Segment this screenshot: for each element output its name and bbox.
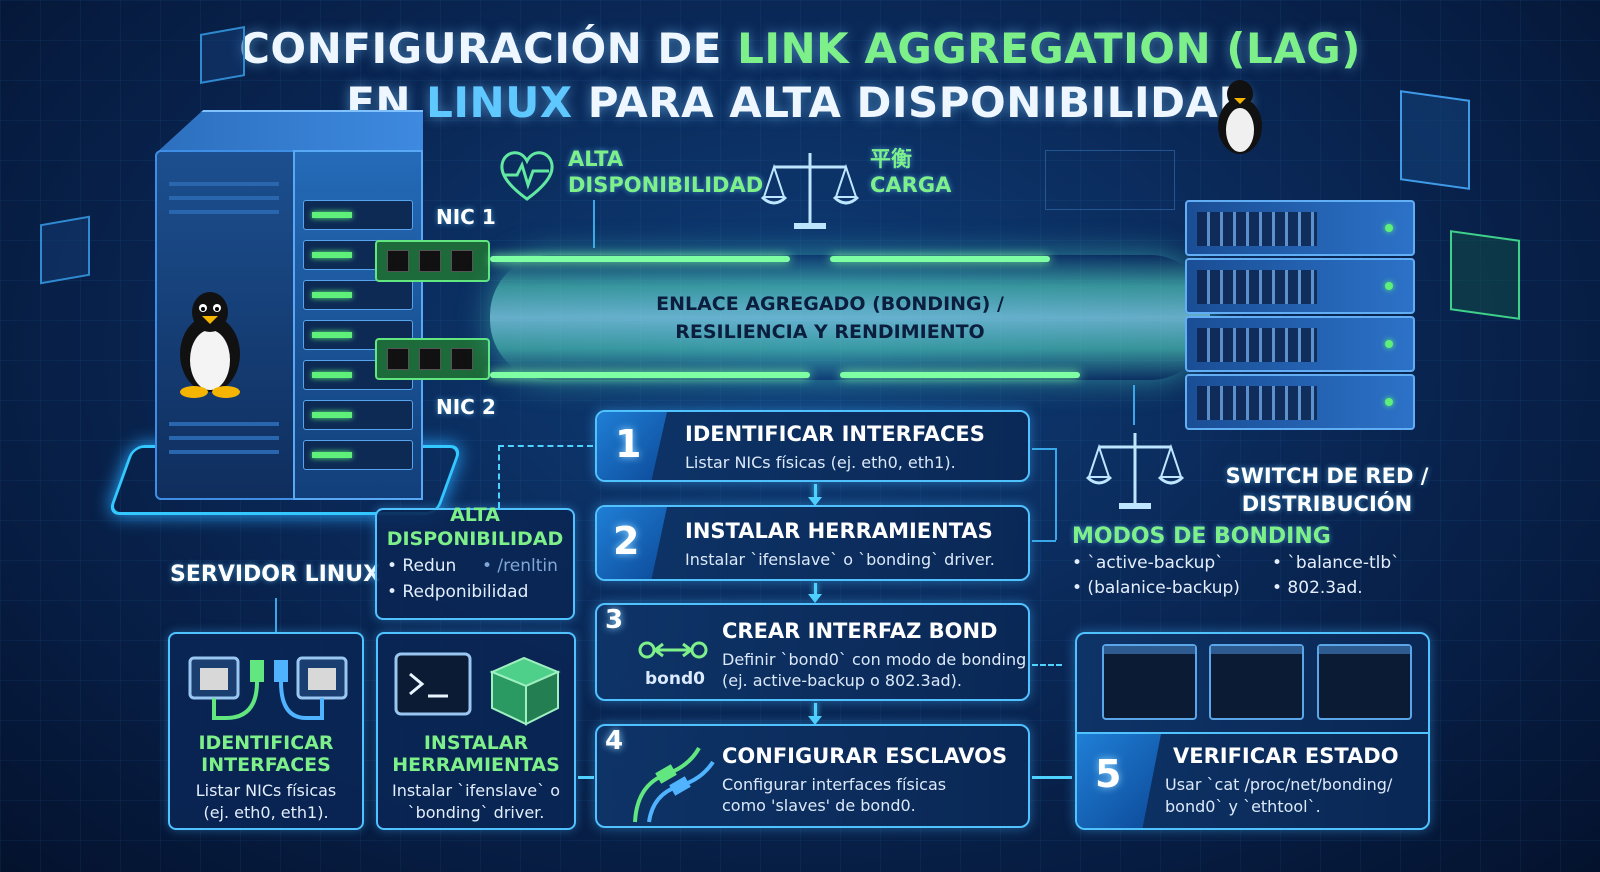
nic2-card <box>375 338 490 380</box>
step-5-desc-2: bond0` y `ethtool`. <box>1165 797 1321 816</box>
arrow-3-4 <box>808 703 822 725</box>
card-1-title-2: INTERFACES <box>201 754 331 776</box>
switch-unit-4 <box>1185 374 1415 430</box>
card-1-title-1: IDENTIFICAR <box>198 732 334 754</box>
card-2-title-2: HERRAMIENTAS <box>392 754 560 776</box>
step-2-title: INSTALAR HERRAMIENTAS <box>685 519 993 543</box>
step-3-desc-2: (ej. active-backup o 802.3ad). <box>722 671 962 690</box>
ethernet-cable-icon <box>633 746 715 823</box>
card-2-desc-2: `bonding` driver. <box>407 803 545 822</box>
step-3-title: CREAR INTERFAZ BOND <box>722 619 998 643</box>
link-line-bottom-right <box>840 372 1080 378</box>
network-ports-icon <box>188 656 348 720</box>
bond0-icon-label: bond0 <box>645 669 705 689</box>
aggregated-link-beam <box>490 255 1210 380</box>
bond-link-icon <box>638 641 708 659</box>
step2-side-connector <box>1032 540 1056 542</box>
step1-step2-side-connector <box>1055 448 1057 540</box>
step-4-box: 4 CONFIGURAR ESCLAVOS Configurar interfa… <box>595 724 1030 828</box>
mode-balanice-backup: • (balanice-backup) <box>1072 578 1240 598</box>
step-2-number: 2 <box>613 519 640 563</box>
step-5-title: VERIFICAR ESTADO <box>1173 744 1399 768</box>
balance-scale-icon-2 <box>1085 433 1185 509</box>
mode-balance-tlb: • `balance-tlb` <box>1272 553 1400 573</box>
mode-active-backup: • `active-backup` <box>1072 553 1224 573</box>
ha-item-1: • Redun <box>387 556 457 576</box>
ha-connector <box>593 200 595 248</box>
bonding-modes-panel: MODOS DE BONDING • `active-backup` • `ba… <box>1072 524 1412 601</box>
high-availability-card: ALTA DISPONIBILIDAD • Redun • /renltin •… <box>375 504 575 620</box>
step3-step5-connector <box>1032 664 1062 666</box>
step-2-box: 2 INSTALAR HERRAMIENTAS Instalar `ifensl… <box>595 505 1030 581</box>
cards-step4-connector <box>578 776 594 779</box>
step-4-desc-2: como 'slaves' de bond0. <box>722 796 916 815</box>
ha-step1-connector-v <box>498 445 500 508</box>
decorative-network-diagram <box>1045 150 1175 210</box>
nic1-card <box>375 240 490 282</box>
decorative-window-left-2 <box>200 26 245 84</box>
server-cards-connector <box>275 598 277 632</box>
nic1-label: NIC 1 <box>436 205 496 229</box>
bonding-link-label: ENLACE AGREGADO (BONDING) / RESILIENCIA … <box>656 293 1004 343</box>
ha-item-1b: • /renltin <box>482 556 558 576</box>
link-line-bottom-left <box>490 372 810 378</box>
server-label: SERVIDOR LINUX <box>170 562 381 587</box>
install-tools-card: INSTALAR HERRAMIENTAS Instalar `ifenslav… <box>376 632 576 830</box>
step-4-title: CONFIGURAR ESCLAVOS <box>722 744 1008 768</box>
step-3-number: 3 <box>605 605 624 635</box>
step-5-desc-1: Usar `cat /proc/net/bonding/ <box>1165 775 1393 794</box>
mode-8023ad: • 802.3ad. <box>1272 578 1363 598</box>
step-4-number: 4 <box>605 726 624 756</box>
decorative-window-left <box>40 215 90 285</box>
high-availability-label: ALTA DISPONIBILIDAD <box>568 147 764 197</box>
step-5-box: 5 VERIFICAR ESTADO Usar `cat /proc/net/b… <box>1075 632 1430 830</box>
terminal-and-package-icon <box>394 652 561 726</box>
step-3-desc-1: Definir `bond0` con modo de bonding <box>722 650 1027 669</box>
terminal-screen-3 <box>1317 644 1412 720</box>
identify-interfaces-card: IDENTIFICAR INTERFACES Listar NICs físic… <box>168 632 364 830</box>
step-3-box: 3 bond0 CREAR INTERFAZ BOND Definir `bon… <box>595 603 1030 701</box>
step-1-title: IDENTIFICAR INTERFACES <box>685 422 985 446</box>
arrow-2-3 <box>808 583 822 603</box>
link-line-top-left <box>490 256 790 262</box>
decorative-window-right-2 <box>1450 230 1520 320</box>
heartbeat-icon <box>500 151 554 201</box>
card-1-desc-1: Listar NICs físicas <box>195 781 337 800</box>
tux-penguin-small-icon <box>1218 80 1262 154</box>
step-1-number: 1 <box>615 422 642 466</box>
nic2-label: NIC 2 <box>436 395 496 419</box>
switch-label: SWITCH DE RED / DISTRIBUCIÓN <box>1225 464 1429 516</box>
ha-item-2: • Redponibilidad <box>387 582 529 602</box>
balance-scale-icon <box>760 153 860 229</box>
arrow-1-2 <box>808 484 822 506</box>
bonding-modes-title: MODOS DE BONDING <box>1072 524 1331 549</box>
step-2-desc: Instalar `ifenslave` o `bonding` driver. <box>685 550 995 569</box>
card-2-desc-1: Instalar `ifenslave` o <box>391 781 561 800</box>
link-line-top-right <box>830 256 1050 262</box>
card-1-desc-2: (ej. eth0, eth1). <box>203 803 329 822</box>
step-1-desc: Listar NICs físicas (ej. eth0, eth1). <box>685 453 956 472</box>
step-5-number: 5 <box>1095 752 1122 796</box>
switch-unit-3 <box>1185 316 1415 372</box>
card-2-title-1: INSTALAR <box>423 732 529 754</box>
step1-side-connector <box>1032 448 1056 450</box>
load-balance-label: 平衡 CARGA <box>870 147 952 197</box>
switch-unit-2 <box>1185 258 1415 314</box>
page-title: CONFIGURACIÓN DE LINK AGGREGATION (LAG) … <box>239 24 1361 127</box>
switch-unit-1 <box>1185 200 1415 256</box>
switch-modes-connector <box>1133 385 1135 425</box>
tux-penguin-icon <box>180 292 240 398</box>
terminal-screen-2 <box>1209 644 1304 720</box>
ha-step1-connector-h <box>498 445 593 447</box>
decorative-window-right <box>1400 90 1470 190</box>
step-4-desc-1: Configurar interfaces físicas <box>722 775 947 794</box>
terminal-screen-1 <box>1102 644 1197 720</box>
arrow-4-5 <box>1032 776 1072 779</box>
step-1-box: 1 IDENTIFICAR INTERFACES Listar NICs fís… <box>595 410 1030 482</box>
